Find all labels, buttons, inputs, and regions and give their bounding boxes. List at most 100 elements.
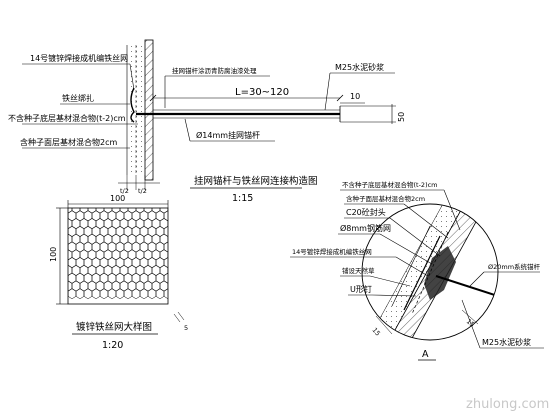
leader-c-base-d — [443, 189, 461, 231]
mesh-cell — [180, 242, 188, 252]
leader-mortar-down — [324, 72, 331, 111]
c-label-c20: C20砼封头 — [346, 207, 386, 217]
mesh-cell — [95, 208, 105, 214]
mesh-cell — [155, 288, 165, 300]
c-label-u-nail: U形钉 — [350, 284, 372, 294]
mesh-dim-five-b — [177, 311, 185, 321]
mesh-cell — [68, 275, 69, 281]
mesh-cell — [167, 236, 168, 242]
mesh-cell — [159, 208, 168, 214]
mesh-cell — [99, 288, 109, 300]
c-label-base-layer: 不含种子底层基材混合物(t-2)cm — [342, 180, 438, 189]
mesh-cell — [68, 288, 77, 300]
hexagonal-mesh — [60, 195, 188, 300]
dim-l-tick-b — [336, 94, 344, 102]
dim-15-line-a — [375, 315, 393, 335]
dim-fifty: 50 — [397, 112, 406, 122]
mesh-cell — [176, 203, 184, 213]
mesh-cell — [131, 288, 141, 300]
mesh-cell — [163, 210, 168, 222]
leader-mesh-down — [129, 63, 135, 91]
dim-ten: 10 — [350, 92, 360, 101]
c-label-wire-mesh: 14号镀锌焊接成机编铁丝网 — [292, 247, 372, 256]
enlarged-detail-a: 不含种子底层基材混合物(t-2)cm 含种子面层基材混合物2cm C20砼封头 … — [290, 180, 544, 361]
leader-c-sod-d — [369, 275, 411, 287]
mesh-cell — [172, 226, 180, 236]
mesh-cell — [115, 288, 125, 300]
label-wire-tie: 铁丝绑扎 — [62, 93, 94, 103]
label-base-layer: 不含种子底层基材混合物(t-2)cm — [8, 113, 126, 123]
leader-c-mortar-d — [461, 299, 481, 349]
mesh-cell — [123, 288, 133, 300]
mesh-cell — [163, 272, 168, 284]
mesh-cell — [159, 280, 168, 292]
mesh-cell — [167, 252, 168, 258]
detail-interior — [367, 204, 498, 340]
mesh-cell — [147, 288, 157, 300]
mesh-cell — [60, 195, 68, 205]
mesh-cell — [127, 208, 137, 214]
c-dim-15b: 15 — [465, 317, 476, 328]
wire-mesh-bundle — [130, 87, 135, 123]
c-label-anchor: Ø20mm系统锚杆 — [488, 262, 541, 271]
leader-c-rebar-d — [379, 233, 433, 265]
dim-l-tick-a — [149, 94, 157, 102]
mesh-detail-scale: 1:20 — [102, 340, 123, 351]
mesh-cell — [139, 288, 149, 300]
mesh-cell — [172, 273, 180, 283]
mesh-cell — [172, 258, 180, 268]
mesh-cell — [83, 288, 93, 300]
leader-c-anchor-d — [469, 271, 485, 287]
watermark: zhulong.com — [466, 397, 549, 412]
mesh-detail-title: 镀锌铁丝网大样图 — [76, 321, 152, 333]
mesh-cell — [167, 283, 168, 289]
mesh-cell — [159, 218, 168, 229]
mesh-cell — [135, 208, 145, 214]
mesh-dim-five-a — [173, 313, 181, 323]
mesh-cell — [176, 281, 184, 291]
mesh-cell — [180, 195, 188, 205]
mesh-cell — [176, 234, 184, 244]
mesh-cell — [79, 208, 89, 214]
mesh-cell — [103, 208, 113, 214]
label-anchor: Ø14mm挂网锚杆 — [196, 130, 260, 140]
label-mesh-wire: 14号镀锌焊接成机编铁丝网 — [30, 53, 128, 63]
mesh-cell — [180, 226, 188, 236]
mesh-cell — [172, 289, 180, 299]
mesh-detail: 100 100 5 镀锌铁丝网大样图 1:20 — [49, 194, 188, 351]
mesh-cell — [172, 211, 180, 221]
mesh-cell — [107, 288, 117, 300]
mesh-cell — [172, 242, 180, 252]
mesh-cell — [119, 208, 129, 214]
mesh-cell — [180, 289, 188, 299]
top-detail-scale: 1:15 — [232, 193, 253, 204]
mesh-cell — [111, 208, 121, 214]
dim-t2-right: t/2 — [138, 187, 147, 195]
mesh-cell — [71, 208, 81, 214]
mesh-cell — [151, 208, 161, 214]
label-anchor-treatment: 挂网锚杆涂沥青防腐油漆处理 — [172, 66, 257, 75]
leader-c-u-d — [371, 294, 417, 297]
dim-t2-left: t/2 — [120, 187, 129, 195]
mesh-cell — [68, 244, 69, 250]
soil-band — [367, 204, 473, 340]
mesh-dim-five: 5 — [184, 324, 188, 332]
mesh-cell — [167, 208, 168, 211]
mesh-cell — [75, 288, 85, 300]
mesh-cell — [163, 226, 168, 237]
mesh-cell — [91, 288, 101, 300]
mesh-cell — [159, 265, 168, 276]
mesh-cell — [172, 195, 180, 205]
dim-15-line-b — [461, 309, 479, 325]
mesh-cell — [68, 213, 69, 219]
detail-marker-a: A — [422, 349, 429, 360]
mesh-dim-height: 100 — [49, 247, 58, 262]
mesh-cell — [176, 250, 184, 260]
mesh-cell — [180, 273, 188, 283]
mesh-cell — [87, 208, 97, 214]
mesh-cell — [68, 228, 69, 235]
mesh-cell — [163, 241, 168, 253]
mesh-cell — [163, 257, 168, 268]
mesh-cell — [180, 258, 188, 268]
c20-concrete-cap — [424, 246, 456, 300]
